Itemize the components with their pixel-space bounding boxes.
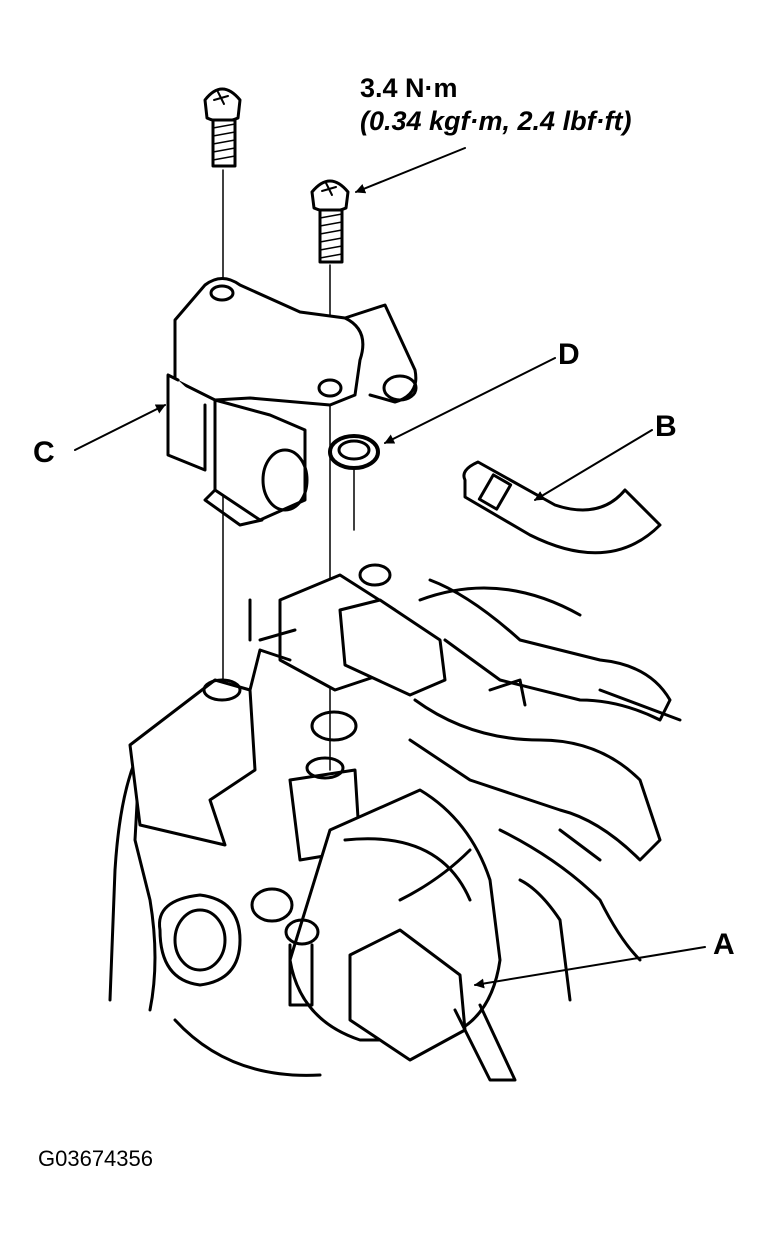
hose-b — [462, 460, 662, 555]
wiring-harness — [408, 578, 682, 862]
torque-spec-line2: (0.34 kgf·m, 2.4 lbf·ft) — [360, 106, 632, 136]
callout-label-c: C — [33, 436, 55, 469]
callout-leaders — [74, 147, 706, 989]
throttle-body — [108, 563, 642, 1082]
callout-label-b: B — [655, 410, 677, 443]
figure-id: G03674356 — [38, 1146, 153, 1171]
o-ring-d — [328, 434, 380, 470]
sensor-assembly-c — [166, 277, 418, 527]
torque-spec-line1: 3.4 N·m — [360, 73, 458, 103]
callout-label-d: D — [558, 338, 580, 371]
bolt-left — [203, 87, 242, 168]
callout-label-a: A — [713, 928, 735, 961]
bolt-right — [310, 179, 350, 264]
